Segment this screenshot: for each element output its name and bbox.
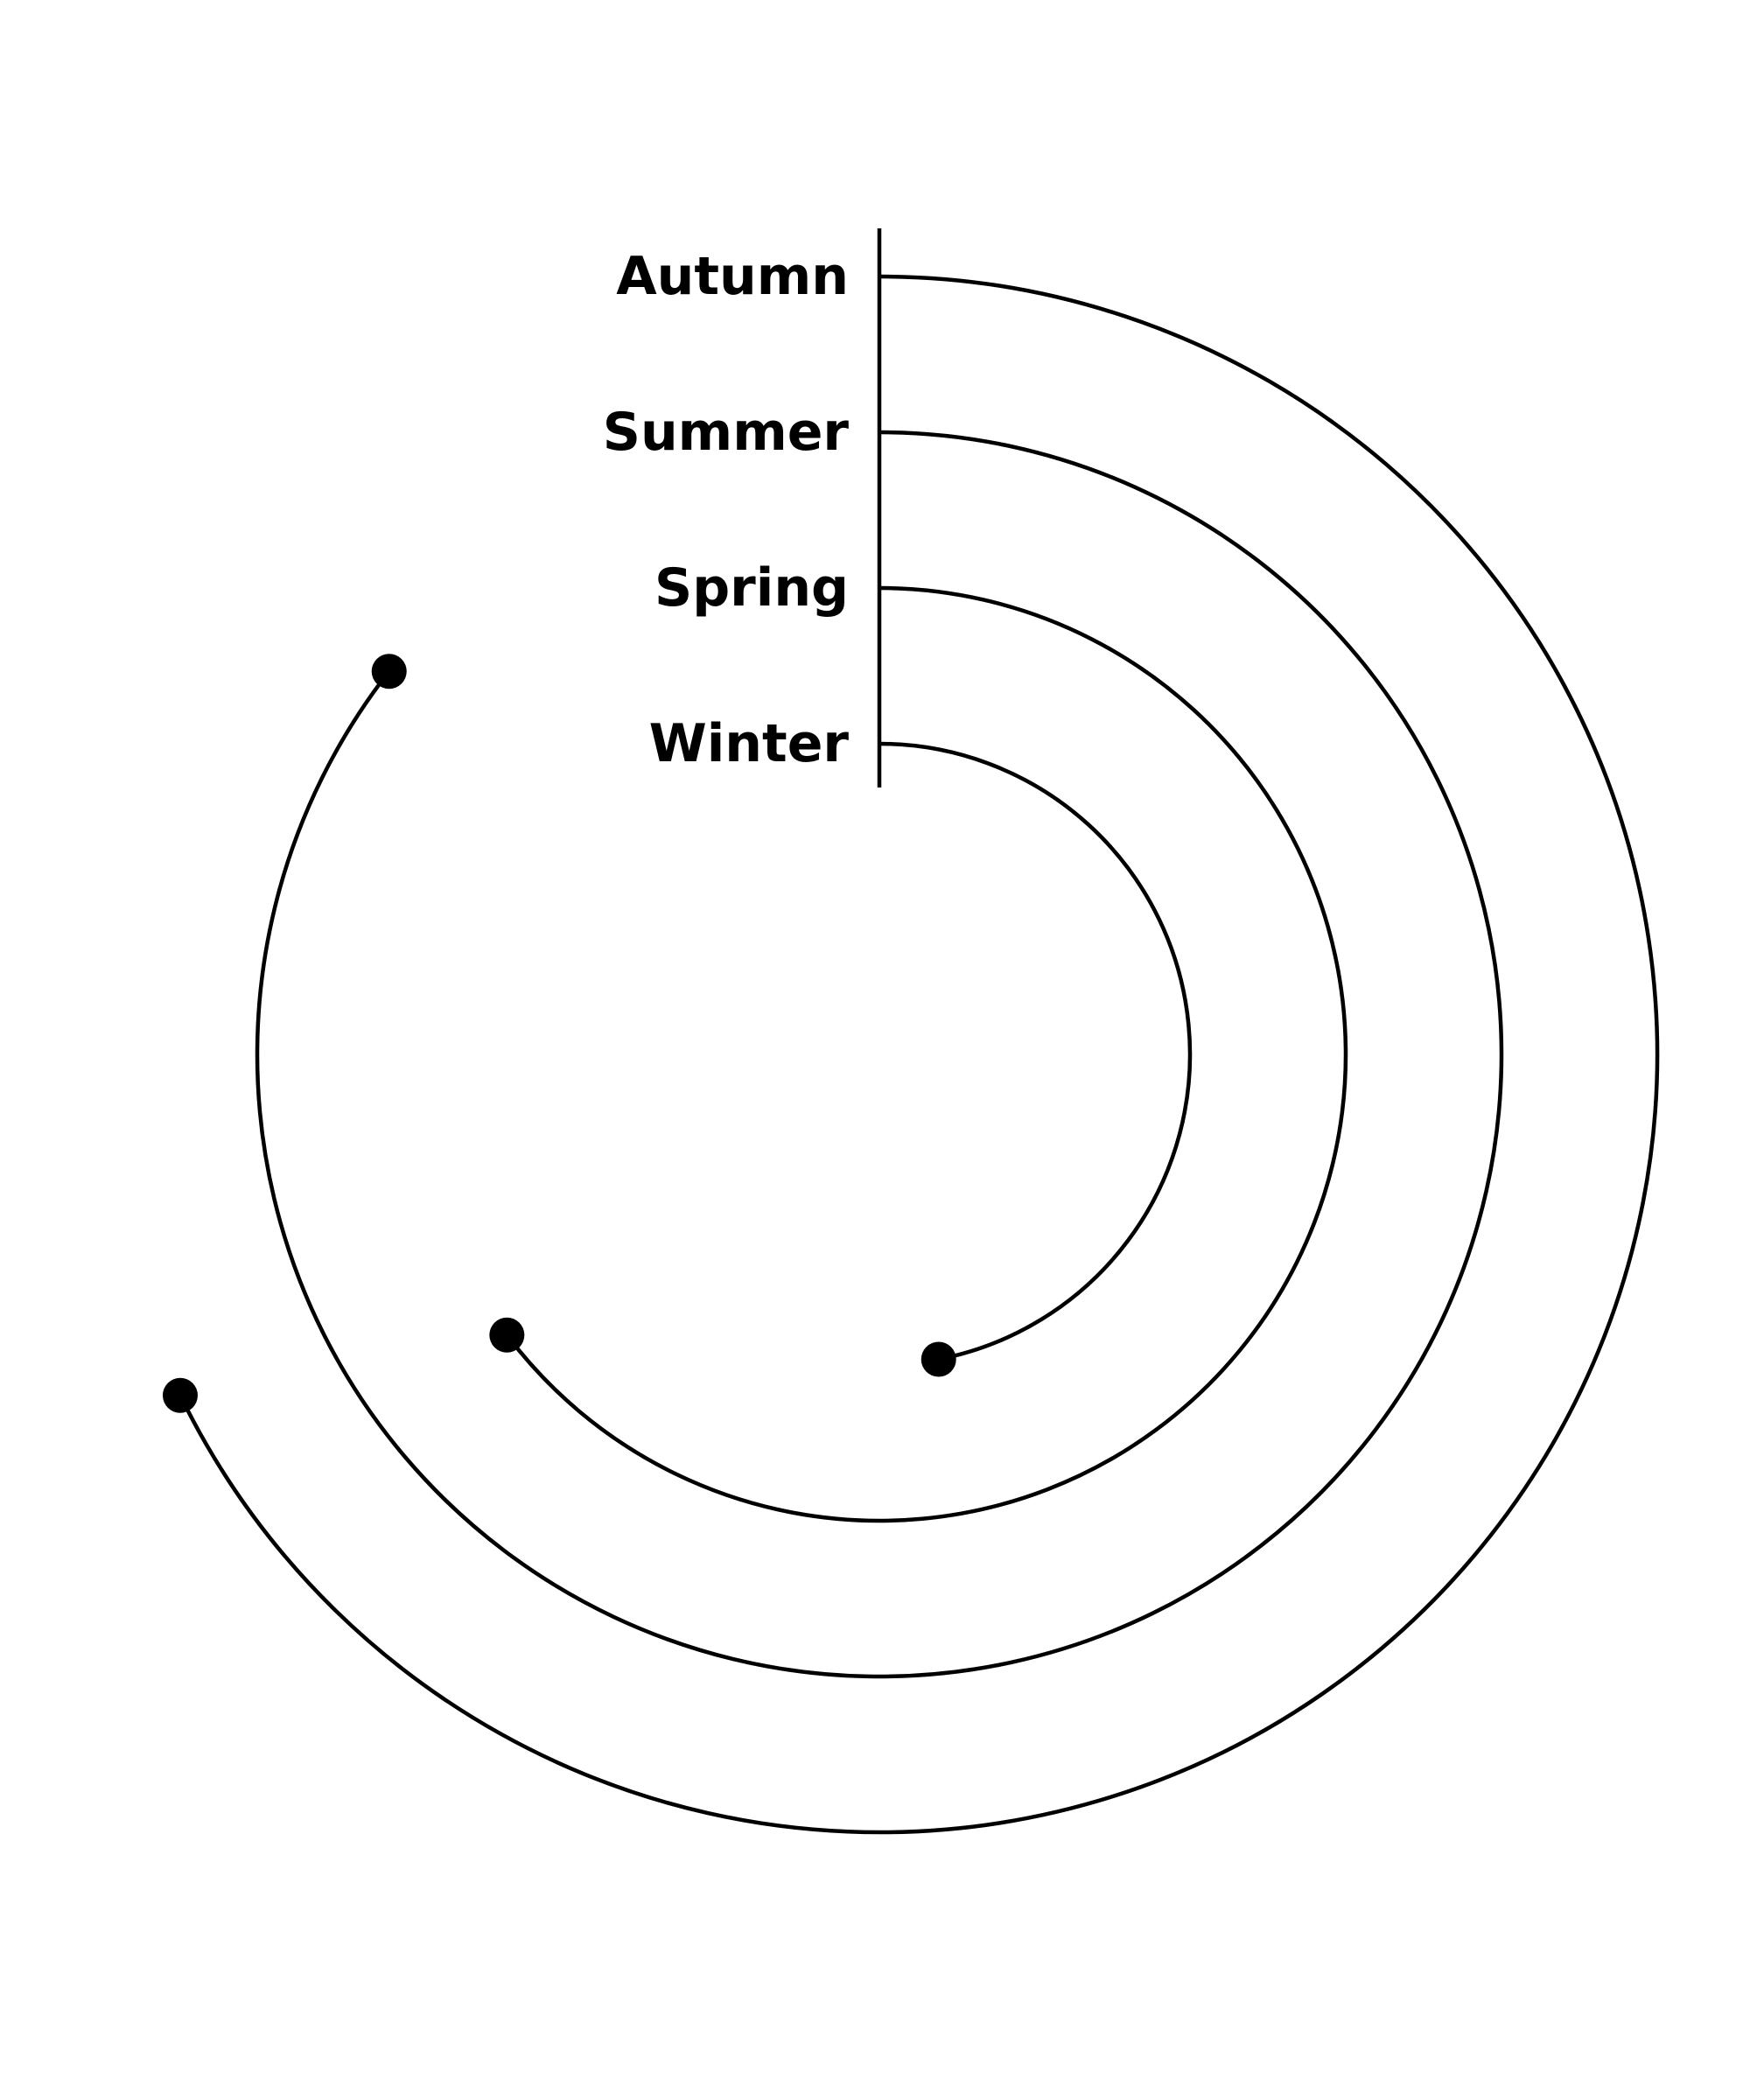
arc-end-dot-spring	[489, 1317, 525, 1353]
arc-winter	[878, 741, 1193, 1362]
arc-end-dot-winter	[920, 1341, 956, 1377]
arc-summer	[255, 430, 1504, 1679]
label-autumn: Autumn	[616, 246, 849, 307]
arc-end-dot-summer	[371, 654, 407, 690]
arc-end-dot-autumn	[162, 1377, 198, 1413]
arc-autumn	[178, 274, 1660, 1835]
label-winter: Winter	[649, 713, 850, 774]
label-summer: Summer	[603, 402, 850, 463]
arc-spring	[505, 585, 1348, 1523]
label-spring: Spring	[654, 557, 849, 619]
